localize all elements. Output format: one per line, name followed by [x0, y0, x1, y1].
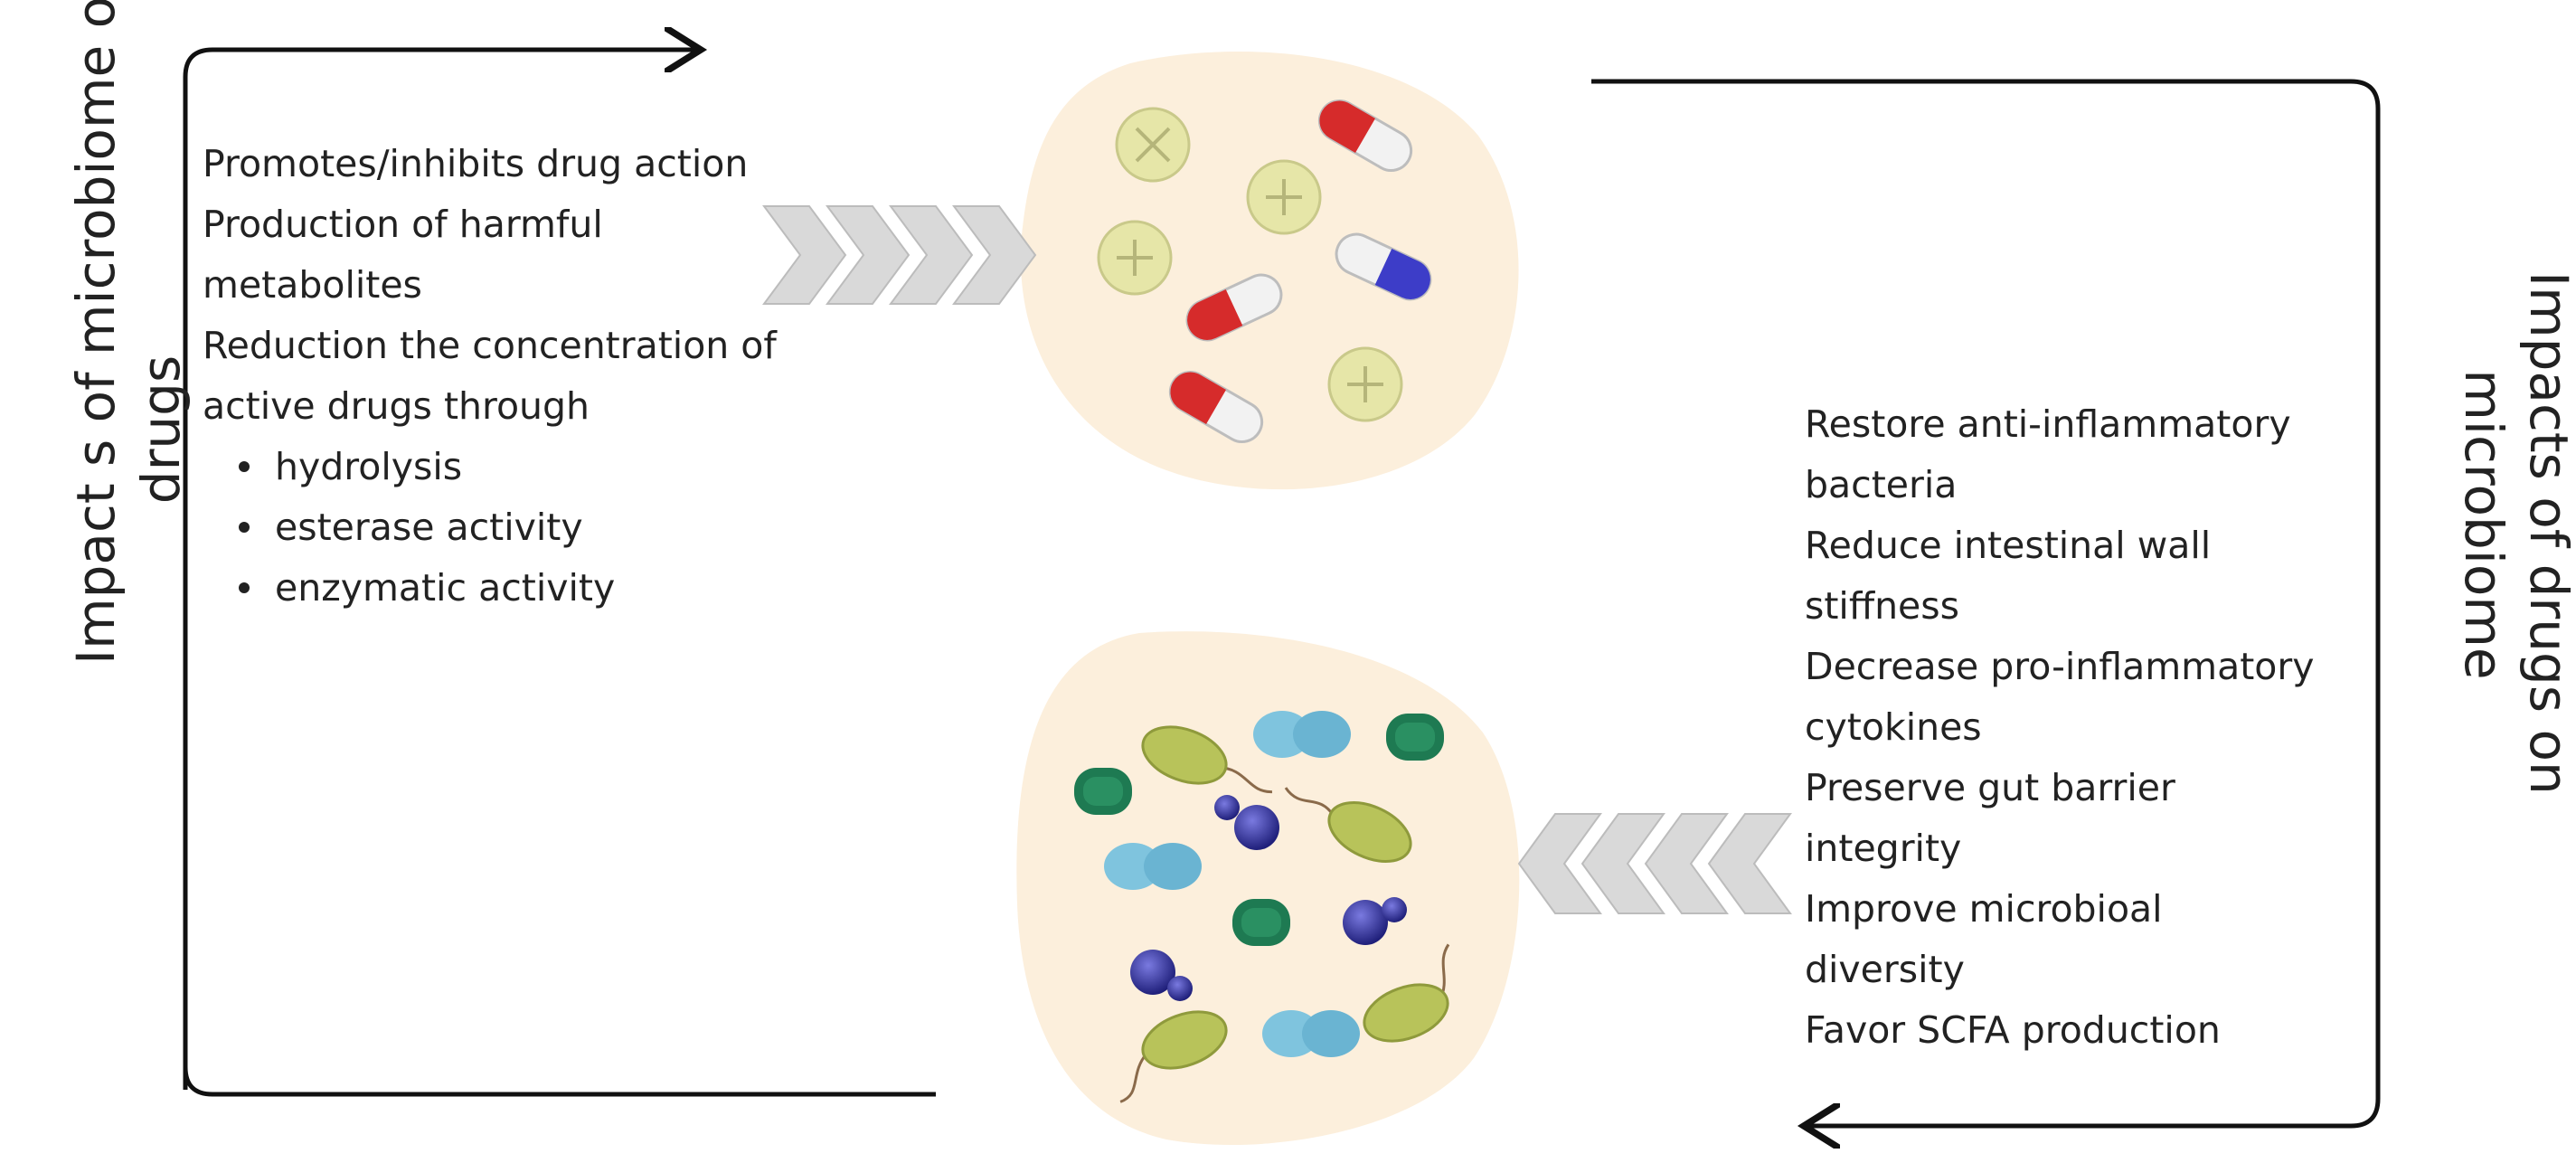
bacteria-icon [1284, 787, 1412, 863]
microbiome-on-drugs-list: Promotes/inhibits drug action Production… [203, 134, 777, 619]
left-chevron-arrows [1517, 813, 1792, 914]
bullet-item: esterase activity [239, 497, 777, 558]
list-line: diversity [1805, 948, 1965, 991]
list-line: bacteria [1805, 463, 1958, 506]
chevron-arrow-icon [1644, 813, 1729, 914]
cocci-icon [1343, 897, 1407, 945]
list-line: Promotes/inhibits drug action [203, 142, 749, 185]
bacteria-icon [1262, 1010, 1360, 1057]
right-cycle-arrow [1591, 79, 2381, 1126]
bacteria-icon [1386, 714, 1444, 761]
left-vertical-label-line: drugs [130, 355, 192, 505]
capsule-icon [1185, 273, 1283, 342]
bacteria-icon [1363, 943, 1450, 1043]
capsule-icon [1168, 371, 1264, 443]
chevron-arrow-icon [1707, 813, 1792, 914]
right-vertical-label-line: Impacts of drugs on [2518, 271, 2576, 795]
chevron-arrow-icon [1581, 813, 1665, 914]
list-line: stiffness [1805, 584, 1960, 628]
drugs-on-microbiome-list: Restore anti-inflammatory bacteria Reduc… [1805, 394, 2315, 1061]
list-line: Restore anti-inflammatory [1805, 402, 2291, 446]
list-line: metabolites [203, 263, 422, 307]
list-line: Decrease pro-inflammatory [1805, 645, 2315, 688]
tablet-icon [1327, 346, 1403, 422]
chevron-arrow-icon [952, 205, 1037, 305]
top-left-cycle-arrow [183, 50, 696, 1090]
left-vertical-label-line: Impact s of microbiome on [65, 0, 127, 665]
list-line: active drugs through [203, 384, 590, 428]
mechanism-bullet-list: hydrolysis esterase activity enzymatic a… [203, 437, 777, 619]
tablet-icon [1246, 159, 1322, 235]
microbiome-blob [1016, 631, 1520, 1145]
list-line: Production of harmful [203, 203, 603, 246]
left-vertical-label: Impact s of microbiome on drugs [63, 0, 193, 665]
bacteria-icon [1074, 768, 1132, 815]
cocci-icon [1130, 950, 1193, 1001]
drugs-blob [1020, 51, 1519, 490]
cocci-icon [1214, 795, 1279, 850]
chevron-arrow-icon [1517, 813, 1602, 914]
list-line: Improve microbioal [1805, 887, 2163, 931]
capsule-icon [1335, 232, 1432, 301]
bacteria-icon [1253, 711, 1351, 758]
list-line: integrity [1805, 827, 1962, 870]
bacteria-icon [1141, 725, 1273, 794]
list-line: cytokines [1805, 705, 1982, 749]
chevron-arrow-icon [826, 205, 911, 305]
chevron-arrow-icon [889, 205, 974, 305]
right-chevron-arrows [762, 205, 1037, 305]
list-line: Reduction the concentration of [203, 324, 777, 367]
tablet-icon [1115, 107, 1191, 183]
right-vertical-label-line: microbiome [2453, 369, 2515, 680]
bacteria-icon [1104, 843, 1202, 890]
list-line: Favor SCFA production [1805, 1008, 2221, 1052]
bullet-item: hydrolysis [239, 437, 777, 497]
list-line: Reduce intestinal wall [1805, 524, 2212, 567]
bullet-item: enzymatic activity [239, 558, 777, 619]
bacteria-icon [1232, 899, 1290, 946]
tablet-icon [1097, 220, 1173, 296]
list-line: Preserve gut barrier [1805, 766, 2175, 809]
bacteria-icon [1119, 1010, 1228, 1103]
chevron-arrow-icon [762, 205, 847, 305]
capsule-icon [1317, 99, 1413, 172]
bottom-left-cycle-line [183, 1040, 936, 1097]
right-vertical-label: Impacts of drugs on microbiome [2451, 271, 2576, 795]
